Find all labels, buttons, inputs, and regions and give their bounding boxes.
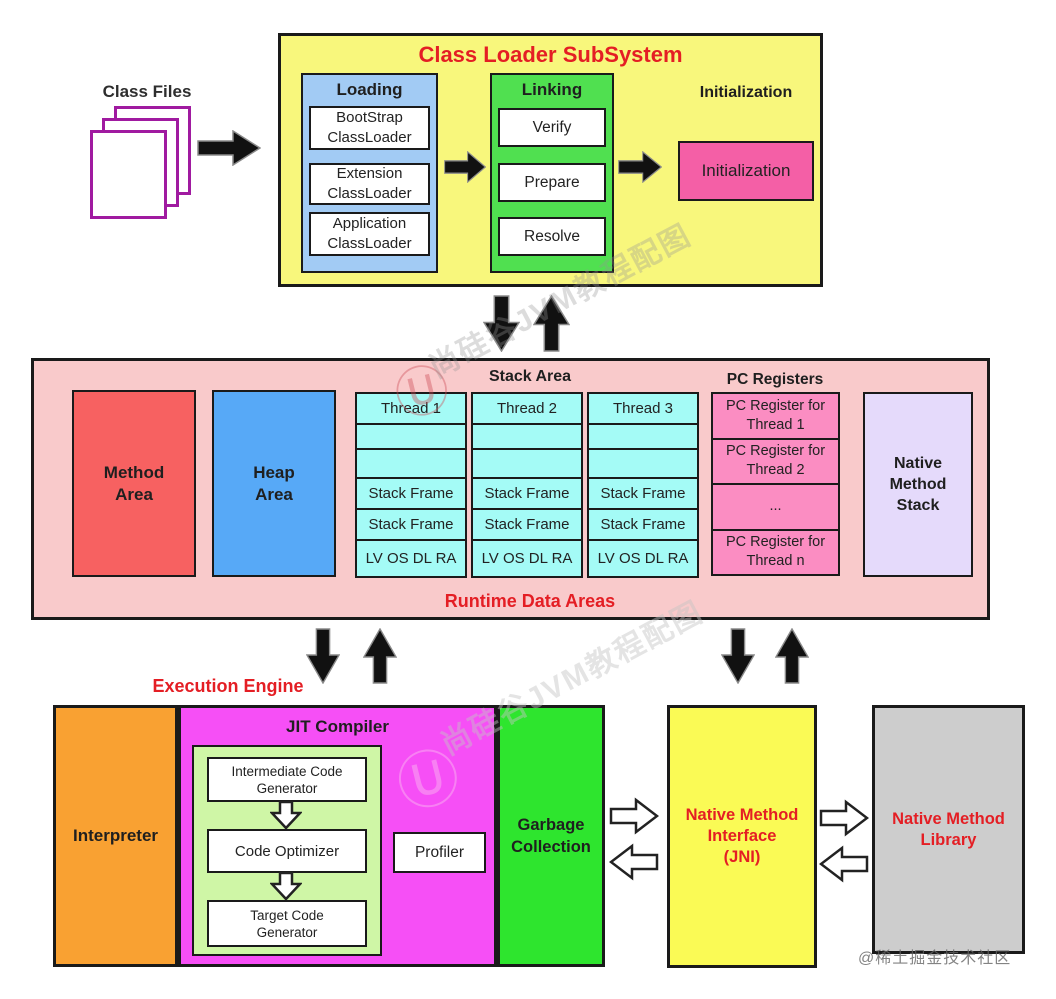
pc-register-cell: PC Register for Thread n — [725, 534, 826, 570]
stack-cell-thread-header: Thread 3 — [589, 394, 697, 426]
hollow-right-arrow-icon — [819, 799, 870, 842]
stack-cell-frame: Stack Frame — [357, 479, 465, 511]
linking-item-prepare: Prepare — [498, 163, 606, 202]
stack-cell-frame: Stack Frame — [357, 510, 465, 541]
stack-cell-empty — [357, 450, 465, 480]
stack-cell-frame: Stack Frame — [473, 510, 581, 541]
jit-step-intermediate-code-generator: Intermediate Code Generator — [207, 757, 367, 802]
flow-arrow-right-icon — [444, 150, 487, 188]
down-arrow-icon — [305, 628, 341, 689]
pc-register-cell: PC Register for Thread 1 — [713, 394, 838, 440]
stack-cell-thread-header: Thread 1 — [357, 394, 465, 426]
initialization-box: Initialization — [678, 141, 814, 201]
profiler-box: Profiler — [393, 832, 486, 873]
class-loader-subsystem-title: Class Loader SubSystem — [418, 42, 683, 67]
method-area-box: Method Area — [72, 390, 196, 577]
down-arrow-icon — [720, 628, 756, 689]
flow-arrow-right-icon — [618, 150, 663, 188]
garbage-collection-box: Garbage Collection — [497, 705, 605, 967]
jit-step-code-optimizer: Code Optimizer — [207, 829, 367, 873]
interpreter-box: Interpreter — [53, 705, 178, 967]
stack-cell-empty — [473, 425, 581, 450]
stack-cell-empty — [589, 425, 697, 450]
jni-box: Native Method Interface (JNI) — [667, 705, 817, 968]
stack-cell-thread-header: Thread 2 — [473, 394, 581, 426]
flow-arrow-right-icon — [197, 129, 262, 171]
linking-title: Linking — [521, 80, 583, 99]
class-files-stack — [90, 106, 204, 226]
pc-registers-table: PC Register for Thread 1 PC Register for… — [711, 392, 840, 576]
jit-compiler-title: JIT Compiler — [286, 717, 389, 736]
up-arrow-icon — [532, 294, 571, 357]
loading-item-bootstrap: BootStrap ClassLoader — [309, 106, 430, 150]
stack-cell-frame: Stack Frame — [589, 479, 697, 511]
stack-cell-empty — [473, 450, 581, 480]
runtime-data-areas-title: Runtime Data Areas — [444, 590, 616, 611]
stack-thread-column: Thread 3 Stack Frame Stack Frame LV OS D… — [587, 392, 699, 578]
loading-item-application: Application ClassLoader — [309, 212, 430, 256]
hollow-left-arrow-icon — [608, 843, 659, 886]
pc-register-cell: ... — [713, 485, 838, 531]
hollow-right-arrow-icon — [609, 797, 660, 840]
stack-area-title: Stack Area — [488, 368, 572, 385]
down-arrow-icon — [482, 295, 521, 357]
initialization-label: Initialization — [699, 84, 793, 101]
stack-cell-empty — [589, 450, 697, 480]
up-arrow-icon — [362, 627, 398, 689]
hollow-down-arrow-icon — [269, 800, 303, 835]
jit-step-target-code-generator: Target Code Generator — [207, 900, 367, 947]
heap-area-box: Heap Area — [212, 390, 336, 577]
loading-title: Loading — [336, 80, 403, 99]
stack-thread-column: Thread 2 Stack Frame Stack Frame LV OS D… — [471, 392, 583, 578]
class-file-doc-icon — [90, 130, 167, 219]
stack-cell-frame: Stack Frame — [589, 510, 697, 541]
class-files-label: Class Files — [102, 82, 192, 101]
linking-item-verify: Verify — [498, 108, 606, 147]
hollow-left-arrow-icon — [818, 845, 869, 888]
native-method-stack-box: Native Method Stack — [863, 392, 973, 577]
linking-item-resolve: Resolve — [498, 217, 606, 256]
native-method-library-box: Native Method Library — [872, 705, 1025, 954]
loading-item-extension: Extension ClassLoader — [309, 163, 430, 205]
stack-cell-empty — [357, 425, 465, 450]
stack-cell-lvosdlra: LV OS DL RA — [365, 549, 457, 567]
pc-register-cell: PC Register for Thread 2 — [713, 440, 838, 485]
pc-registers-title: PC Registers — [726, 371, 824, 388]
execution-engine-title: Execution Engine — [152, 675, 304, 696]
up-arrow-icon — [774, 627, 810, 689]
stack-cell-lvosdlra: LV OS DL RA — [597, 549, 689, 567]
stack-cell-lvosdlra: LV OS DL RA — [481, 549, 573, 567]
stack-thread-column: Thread 1 Stack Frame Stack Frame LV OS D… — [355, 392, 467, 578]
stack-cell-frame: Stack Frame — [473, 479, 581, 511]
hollow-down-arrow-icon — [269, 871, 303, 906]
